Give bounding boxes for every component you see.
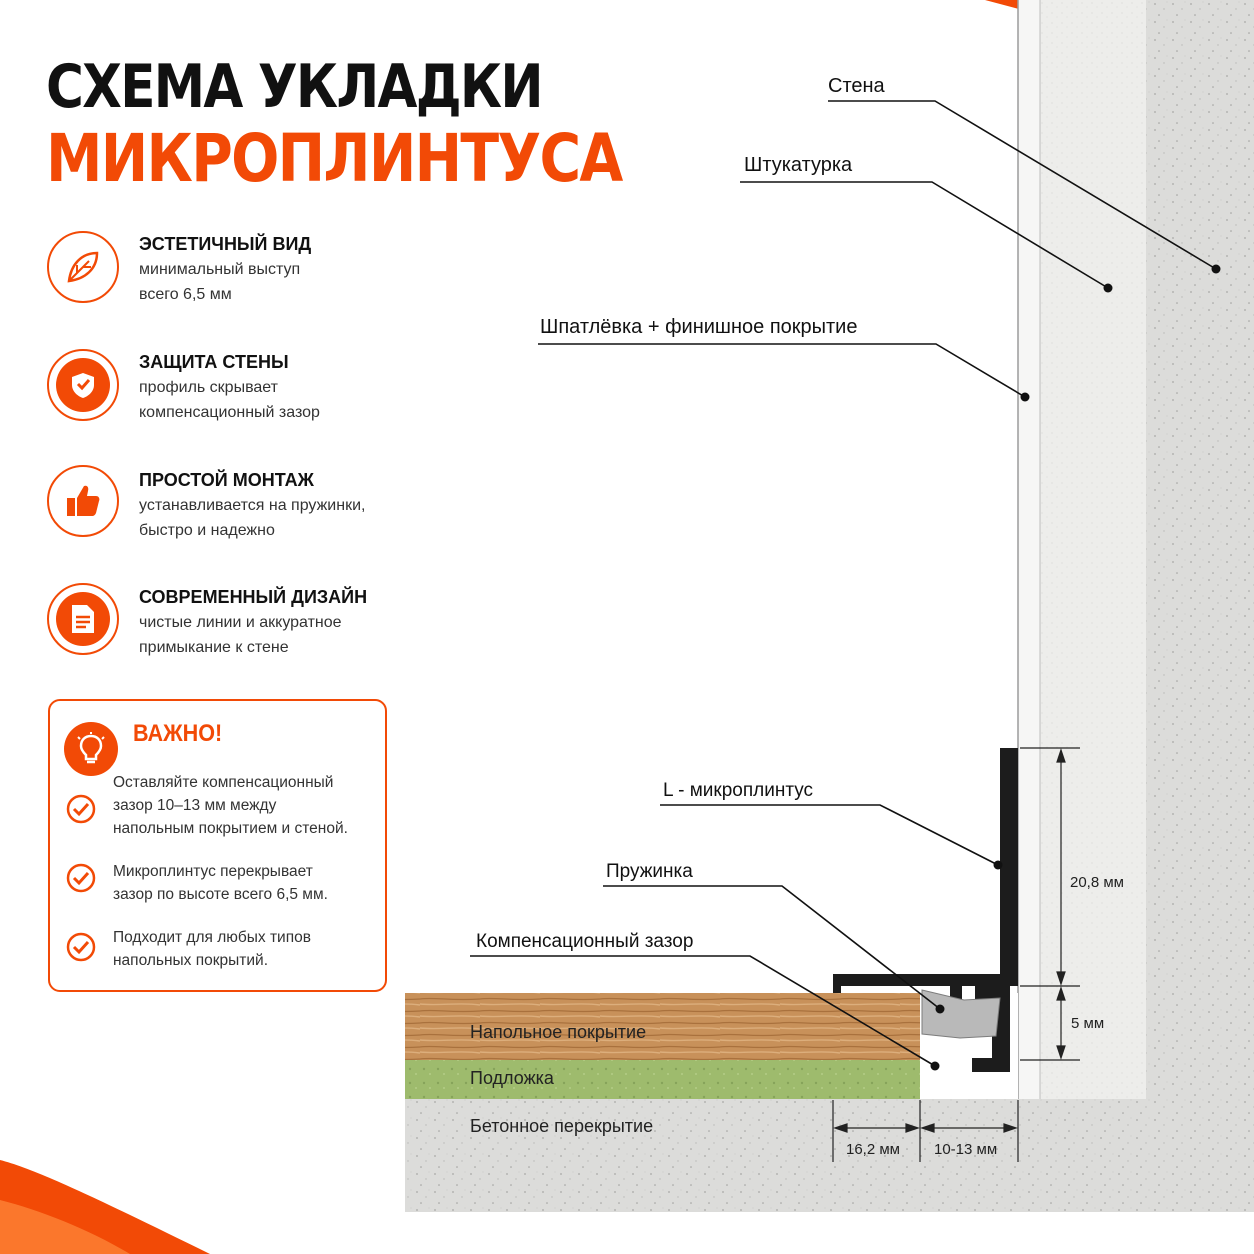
feature-text: профиль скрывает компенсационный зазор xyxy=(139,379,320,421)
label-underlay: Подложка xyxy=(470,1068,554,1088)
feature-title: ЗАЩИТА СТЕНЫ xyxy=(139,352,289,372)
shield-icon xyxy=(72,373,94,398)
label-plaster: Штукатурка xyxy=(744,154,853,176)
label-gap: Компенсационный зазор xyxy=(476,931,694,952)
plaster-layer xyxy=(1040,0,1146,1100)
underlay-layer xyxy=(405,1060,920,1099)
dimension-width: 16,2 мм xyxy=(846,1141,900,1158)
dimension-base: 5 мм xyxy=(1071,1015,1105,1032)
label-floor-cover: Напольное покрытие xyxy=(470,1022,647,1042)
spring-clip xyxy=(921,989,1001,1039)
feature-title: ЭСТЕТИЧНЫЙ ВИД xyxy=(139,234,312,254)
leaf-icon xyxy=(67,251,99,283)
check-circle-icon xyxy=(66,863,96,893)
label-wall: Стена xyxy=(828,75,885,97)
feature-icon-wrapper xyxy=(47,583,119,655)
feature-title: ПРОСТОЙ МОНТАЖ xyxy=(139,470,314,490)
page-title-line2: МИКРОПЛИНТУСА xyxy=(46,120,623,197)
feature-icon-wrapper xyxy=(47,231,119,303)
concrete-wall xyxy=(1146,0,1254,1100)
important-item: Оставляйте компенсационный зазор 10–13 м… xyxy=(113,774,348,837)
dimension-gap: 10-13 мм xyxy=(934,1141,998,1158)
check-circle-icon xyxy=(66,932,96,962)
page-title-line1: СХЕМА УКЛАДКИ xyxy=(46,52,544,122)
feature-text: чистые линии и аккуратное примыкание к с… xyxy=(139,614,342,656)
document-icon xyxy=(72,605,94,633)
feature-text: минимальный выступ всего 6,5 мм xyxy=(139,261,301,303)
concrete-slab xyxy=(405,1099,1254,1212)
label-spring: Пружинка xyxy=(606,861,693,882)
important-title: ВАЖНО! xyxy=(133,720,223,747)
important-item: Микроплинтус перекрывает зазор по высоте… xyxy=(113,863,328,903)
thumbs-up-icon xyxy=(67,485,100,516)
label-slab: Бетонное перекрытие xyxy=(470,1116,654,1136)
feature-title: СОВРЕМЕННЫЙ ДИЗАЙН xyxy=(139,587,368,607)
floor-cover-layer xyxy=(405,993,920,1060)
feature-text: устанавливается на пружинки, быстро и на… xyxy=(139,497,366,539)
important-icon-wrapper xyxy=(64,722,118,776)
dimension-height: 20,8 мм xyxy=(1070,874,1124,891)
check-circle-icon xyxy=(66,794,96,824)
important-item: Подходит для любых типов напольных покры… xyxy=(113,929,311,969)
feature-icon-wrapper xyxy=(47,465,119,537)
label-profile: L - микроплинтус xyxy=(663,780,814,801)
putty-layer xyxy=(1018,0,1040,1100)
feature-icon-wrapper xyxy=(47,349,119,421)
label-putty: Шпатлёвка + финишное покрытие xyxy=(540,316,858,338)
lightbulb-icon xyxy=(77,732,105,764)
